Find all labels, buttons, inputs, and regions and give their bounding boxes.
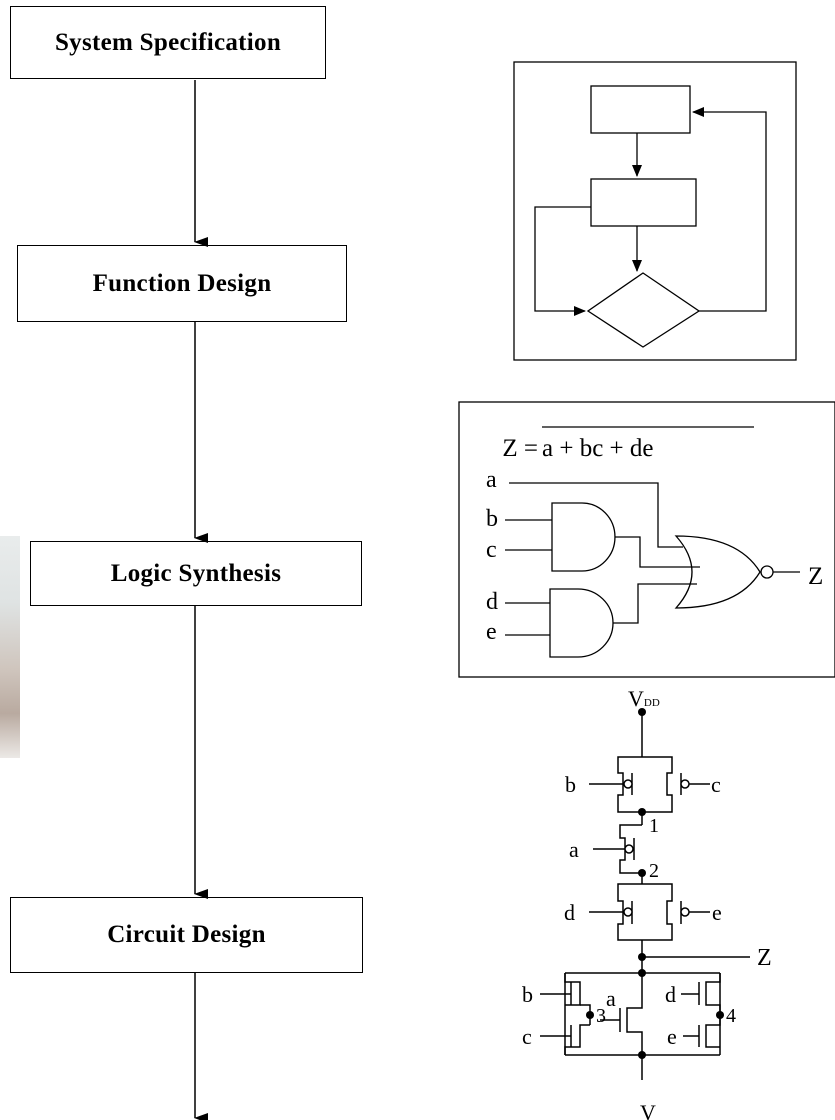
gate-b-nmos: b xyxy=(522,982,533,1007)
gate-a-nmos: a xyxy=(606,986,616,1011)
cropped-photo xyxy=(0,536,20,758)
equation-lhs: Z = xyxy=(502,435,538,462)
input-a: a xyxy=(486,467,497,493)
vss-label: V xyxy=(640,1100,656,1120)
cmos-schematic: VDD V xyxy=(522,686,772,1120)
step-function-design: Function Design xyxy=(17,245,347,322)
vdd-label: VDD xyxy=(628,686,660,711)
gate-b-pmos: b xyxy=(565,772,576,797)
equation-rhs: a + bc + de xyxy=(542,435,654,462)
gate-a-pmos: a xyxy=(569,837,579,862)
and-gate-2 xyxy=(549,588,614,658)
node-4: 4 xyxy=(726,1005,736,1027)
cmos-output-z: Z xyxy=(757,945,772,971)
input-e: e xyxy=(486,619,497,645)
step-logic-synthesis: Logic Synthesis xyxy=(30,541,362,606)
flowchart-panel xyxy=(513,61,797,361)
node-3: 3 xyxy=(596,1005,606,1027)
gate-e-nmos: e xyxy=(667,1024,677,1049)
step-circuit-design: Circuit Design xyxy=(10,897,363,973)
output-z: Z xyxy=(808,563,823,590)
node-1: 1 xyxy=(649,815,659,837)
input-b: b xyxy=(486,506,498,532)
gate-d-pmos: d xyxy=(564,900,575,925)
logic-panel: Z = a + bc + de a b c d e Z xyxy=(458,401,835,678)
nor-gate xyxy=(674,535,761,609)
gate-c-nmos: c xyxy=(522,1024,532,1049)
step-system-specification: System Specification xyxy=(10,6,326,79)
gate-d-nmos: d xyxy=(665,982,676,1007)
nor-bubble xyxy=(760,565,774,579)
node-2: 2 xyxy=(649,860,659,882)
input-d: d xyxy=(486,589,498,615)
input-c: c xyxy=(486,537,497,563)
gate-c-pmos: c xyxy=(711,772,721,797)
and-gate-1 xyxy=(551,502,616,572)
gate-e-pmos: e xyxy=(712,900,722,925)
